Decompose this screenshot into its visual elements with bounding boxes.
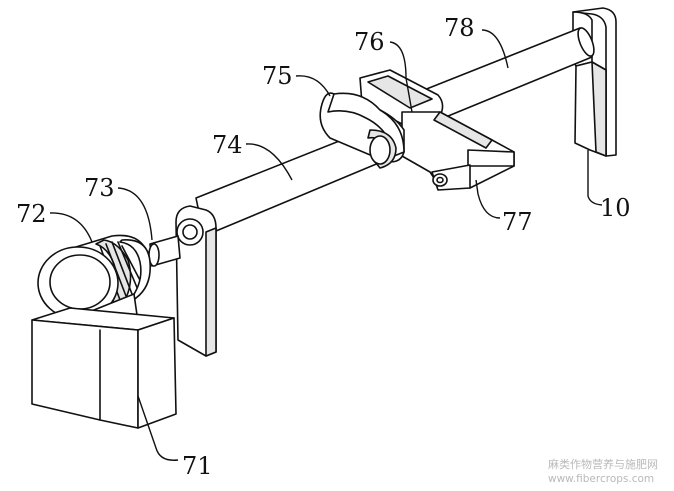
label-78: 78 bbox=[444, 14, 475, 42]
label-72: 72 bbox=[16, 200, 47, 228]
label-71: 71 bbox=[182, 452, 213, 480]
label-77: 77 bbox=[502, 208, 533, 236]
motor bbox=[37, 234, 152, 339]
left-support-post bbox=[175, 205, 217, 357]
leader-lines bbox=[49, 29, 603, 461]
eccentric-disc bbox=[319, 92, 405, 169]
link-arm bbox=[401, 111, 515, 191]
watermark-title: 麻类作物营养与施肥网 bbox=[548, 457, 658, 471]
label-76: 76 bbox=[354, 28, 385, 56]
label-75: 75 bbox=[262, 62, 293, 90]
base-box bbox=[31, 307, 177, 429]
coupling bbox=[148, 235, 181, 267]
label-73: 73 bbox=[84, 174, 115, 202]
watermark-url: www.fibercrops.com bbox=[548, 473, 654, 485]
label-10: 10 bbox=[600, 194, 631, 222]
label-74: 74 bbox=[212, 131, 243, 159]
